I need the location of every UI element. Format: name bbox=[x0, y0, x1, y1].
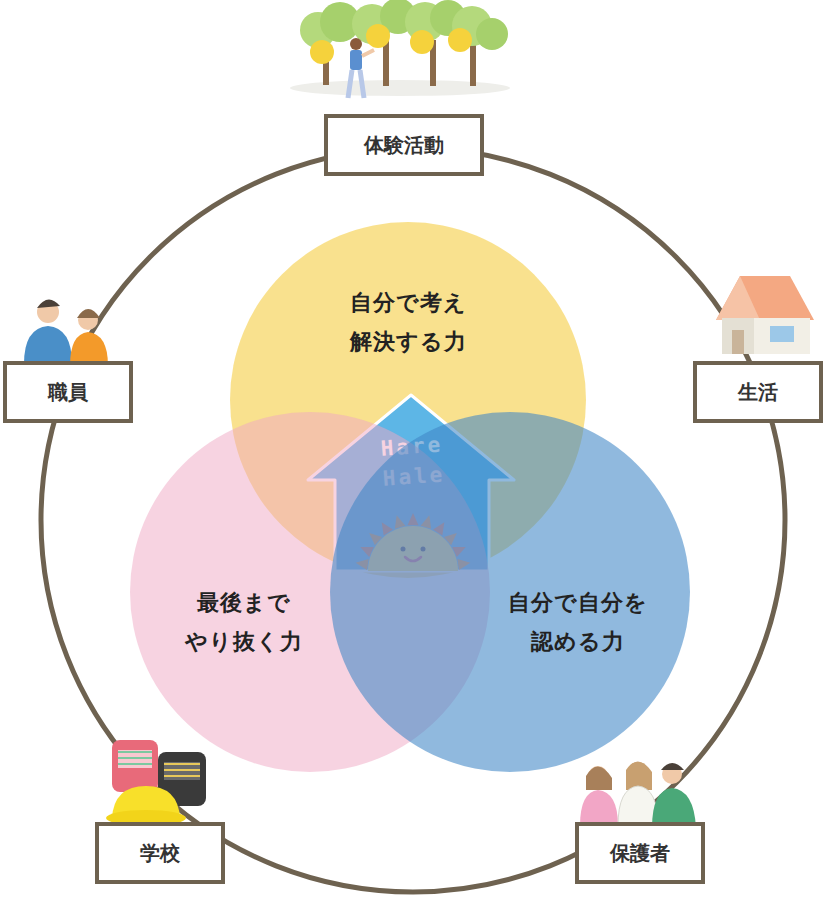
box-label: 保護者 bbox=[610, 840, 670, 867]
circle-fill bbox=[330, 412, 690, 772]
venn-circle: 自分で自分を 認める力 bbox=[330, 412, 690, 772]
parent-figures bbox=[580, 761, 696, 828]
ability-label: 自分で考え 解決する力 bbox=[350, 284, 467, 361]
box-label: 学校 bbox=[140, 840, 180, 867]
label-box: 職員 bbox=[3, 361, 133, 423]
school-bags-helmet bbox=[106, 740, 206, 826]
label-box: 保護者 bbox=[575, 822, 705, 884]
label-box: 学校 bbox=[95, 822, 225, 884]
home-building bbox=[716, 276, 814, 354]
staff-figures bbox=[24, 299, 108, 366]
box-label: 体験活動 bbox=[364, 132, 444, 159]
outer-ring bbox=[41, 148, 785, 892]
box-label: 生活 bbox=[738, 379, 778, 406]
orchard-trees bbox=[290, 0, 510, 98]
child-figure bbox=[348, 38, 374, 98]
label-box: 生活 bbox=[693, 361, 823, 423]
ability-label: 自分で自分を 認める力 bbox=[508, 584, 648, 661]
ability-label: 最後まで やり抜く力 bbox=[185, 584, 303, 661]
box-label: 職員 bbox=[48, 379, 88, 406]
label-box: 体験活動 bbox=[324, 114, 484, 176]
